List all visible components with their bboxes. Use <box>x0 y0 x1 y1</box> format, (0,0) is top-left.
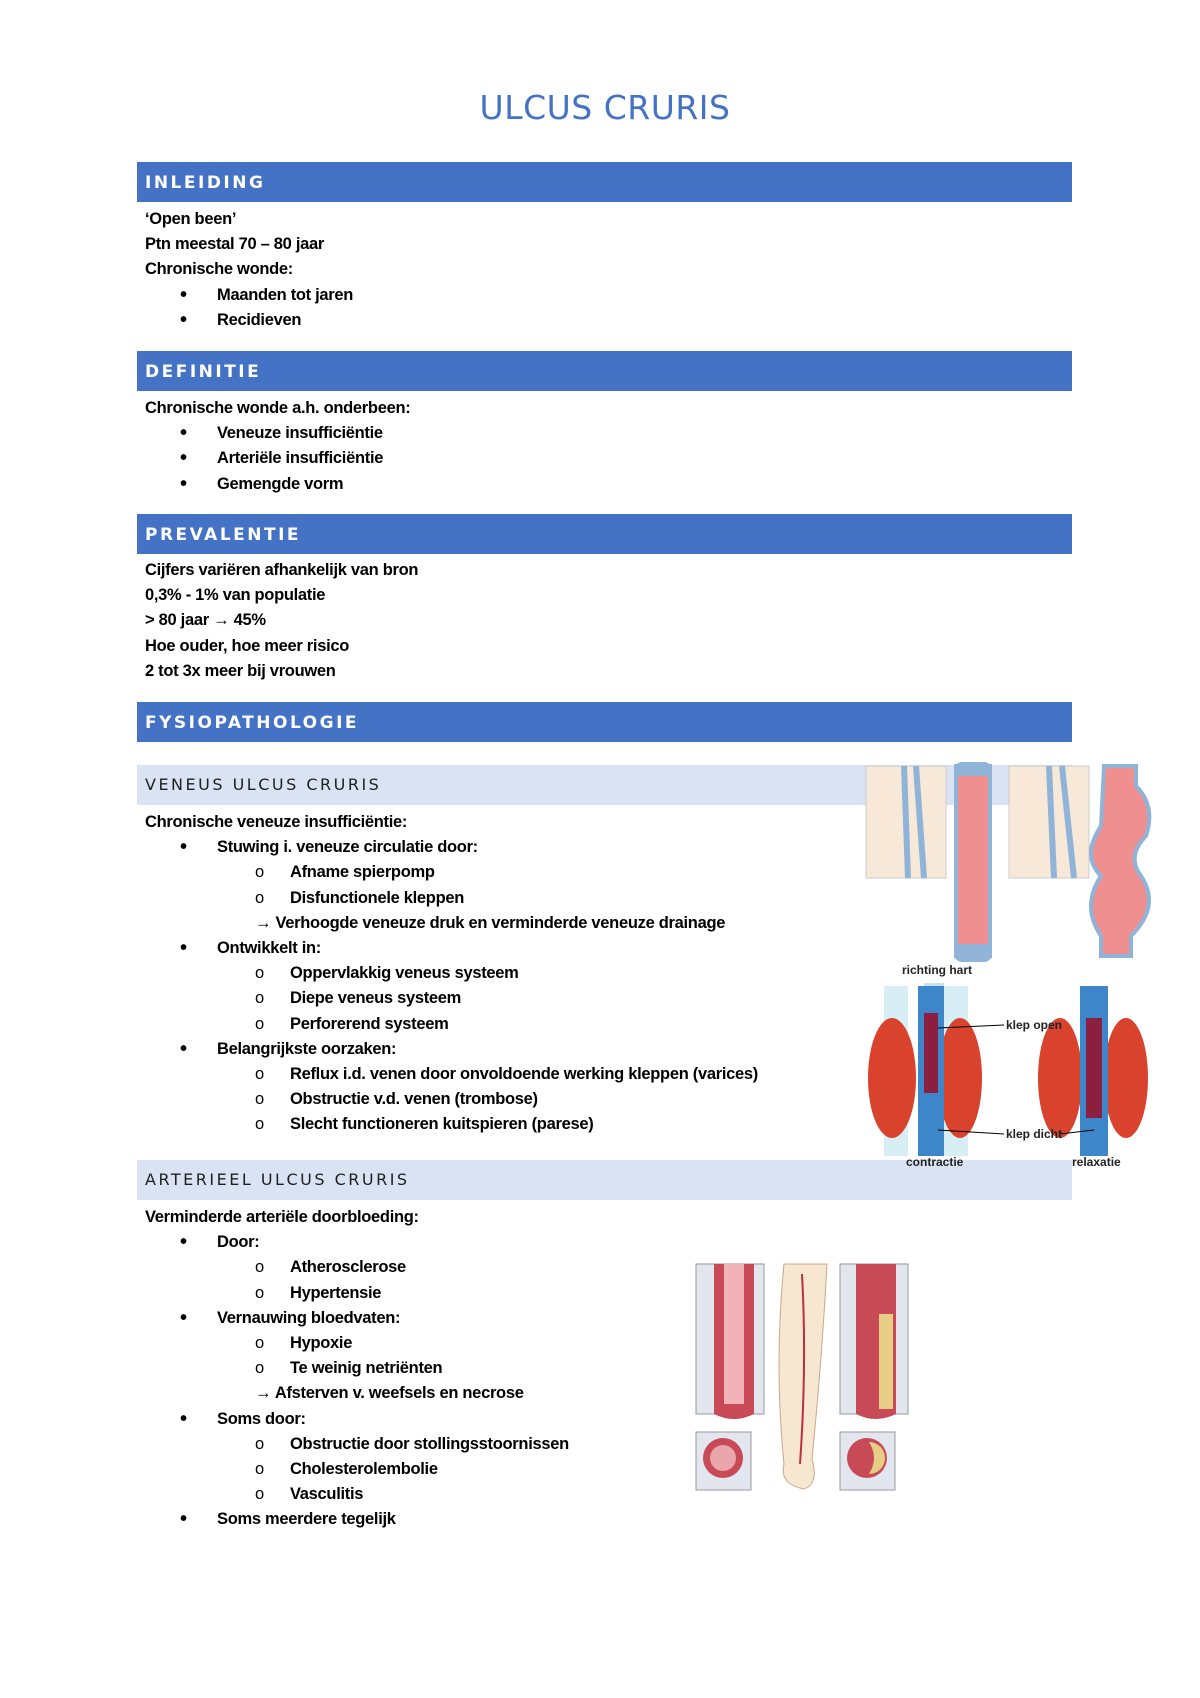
section-heading-prevalentie: PREVALENTIE <box>137 514 1072 554</box>
definitie-content: Chronische wonde a.h. onderbeen: Veneuze… <box>145 396 411 497</box>
inleiding-content: ‘Open been’ Ptn meestal 70 – 80 jaar Chr… <box>145 207 353 333</box>
section-heading-inleiding: INLEIDING <box>137 162 1072 202</box>
figure-label-valve-closed: klep dicht <box>1006 1127 1062 1141</box>
sub-bullet-item: Obstructie door stollingsstoornissen <box>145 1432 569 1457</box>
figure-label-direction: richting hart <box>902 963 972 977</box>
sub-bullet-item: Hypertensie <box>145 1281 569 1306</box>
bullet-item: Soms door: <box>145 1407 569 1432</box>
subheading-arterieel: ARTERIEEL ULCUS CRURIS <box>137 1160 1072 1200</box>
arrow-line: → Verhoogde veneuze druk en verminderde … <box>255 913 726 932</box>
text-line: 2 tot 3x meer bij vrouwen <box>145 661 336 680</box>
artery-atherosclerosis-illustration <box>695 1263 909 1491</box>
bullet-item: Gemengde vorm <box>145 472 410 497</box>
text-line: Chronische wonde: <box>145 260 293 279</box>
text-line: Chronische veneuze insufficiëntie: <box>145 813 408 831</box>
bullet-item: Veneuze insufficiëntie <box>145 421 410 446</box>
sub-bullet-item: Te weinig netriënten <box>145 1356 569 1381</box>
figure-label-relaxation: relaxatie <box>1072 1155 1121 1169</box>
figure-label-valve-open: klep open <box>1006 1018 1062 1032</box>
text-line: > 80 jaar → 45% <box>145 611 266 630</box>
arterieel-content: Verminderde arteriële doorbloeding: Door… <box>145 1205 569 1533</box>
sub-bullet-item: Reflux i.d. venen door onvoldoende werki… <box>145 1062 758 1087</box>
prevalentie-content: Cijfers variëren afhankelijk van bron 0,… <box>145 558 418 684</box>
bullet-item: Vernauwing bloedvaten: <box>145 1306 569 1331</box>
veneus-content: Chronische veneuze insufficiëntie: Stuwi… <box>145 810 758 1138</box>
figure-label-contraction: contractie <box>906 1155 964 1169</box>
text-line: Hoe ouder, hoe meer risico <box>145 636 350 655</box>
bullet-item: Maanden tot jaren <box>145 283 353 308</box>
section-heading-fysiopathologie: FYSIOPATHOLOGIE <box>137 702 1072 742</box>
sub-bullet-item: Perforerend systeem <box>145 1012 758 1037</box>
text-line: Ptn meestal 70 – 80 jaar <box>145 235 324 254</box>
bullet-item: Arteriële insufficiëntie <box>145 446 410 471</box>
sub-bullet-item: Obstructie v.d. venen (trombose) <box>145 1087 758 1112</box>
muscle-contraction <box>868 983 982 1156</box>
muscle-relaxation <box>1038 986 1148 1156</box>
text-line: 0,3% - 1% van populatie <box>145 586 326 605</box>
venous-valve-illustration: richting hart klep open klep dicht contr… <box>865 762 1152 1169</box>
sub-bullet-item: Afname spierpomp <box>145 860 758 885</box>
arrow-line: → Afsterven v. weefsels en necrose <box>255 1384 524 1403</box>
sub-bullet-item: Vasculitis <box>145 1482 569 1507</box>
bullet-item: Stuwing i. veneuze circulatie door: <box>145 835 758 860</box>
sub-bullet-item: Atherosclerose <box>145 1255 569 1280</box>
sub-bullet-item: Slecht functioneren kuitspieren (parese) <box>145 1112 758 1137</box>
text-line: ‘Open been’ <box>145 210 237 228</box>
section-heading-definitie: DEFINITIE <box>137 351 1072 391</box>
bullet-item: Door: <box>145 1230 569 1255</box>
bullet-item: Ontwikkelt in: <box>145 936 758 961</box>
bullet-item: Soms meerdere tegelijk <box>145 1507 569 1532</box>
bullet-item: Belangrijkste oorzaken: <box>145 1037 758 1062</box>
bullet-item: Recidieven <box>145 308 353 333</box>
sub-bullet-item: Diepe veneus systeem <box>145 986 758 1011</box>
page-title: ULCUS CRURIS <box>479 88 731 127</box>
sub-bullet-item: Oppervlakkig veneus systeem <box>145 961 758 986</box>
text-line: Cijfers variëren afhankelijk van bron <box>145 561 419 579</box>
sub-bullet-item: Hypoxie <box>145 1331 569 1356</box>
sub-bullet-item: Cholesterolembolie <box>145 1457 569 1482</box>
text-line: Verminderde arteriële doorbloeding: <box>145 1208 419 1226</box>
text-line: Chronische wonde a.h. onderbeen: <box>145 399 411 417</box>
sub-bullet-item: Disfunctionele kleppen <box>145 886 758 911</box>
